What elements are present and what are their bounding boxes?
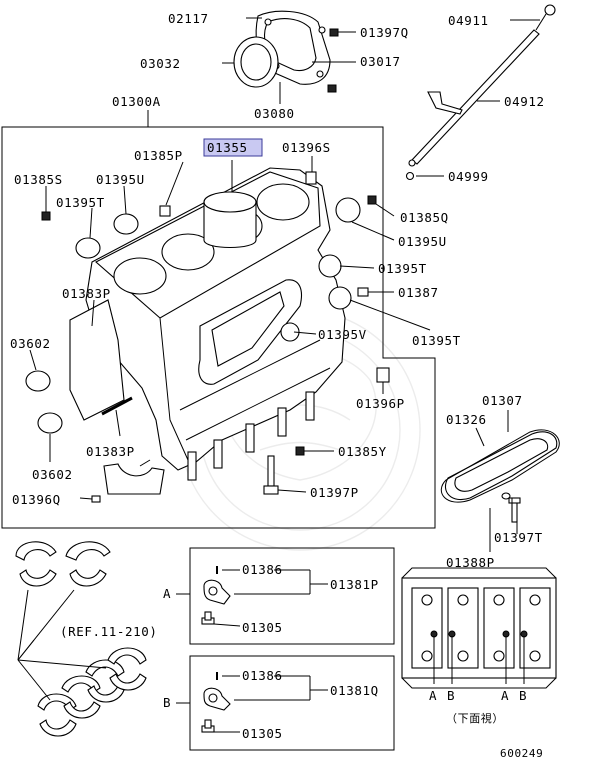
label-03602-a[interactable]: 03602 <box>10 336 51 351</box>
label-02117[interactable]: 02117 <box>168 11 209 26</box>
label-01386-b[interactable]: 01386 <box>242 668 283 683</box>
label-01385Q[interactable]: 01385Q <box>400 210 449 225</box>
oil-level-gauge-guide[interactable] <box>408 29 540 167</box>
detail-box-A <box>189 547 395 645</box>
label-03080[interactable]: 03080 <box>254 106 295 121</box>
rear-oil-seal[interactable] <box>233 36 279 88</box>
label-B-bottom-2: B <box>519 688 527 703</box>
label-04912[interactable]: 04912 <box>504 94 545 109</box>
label-01383P-b[interactable]: 01383P <box>86 444 135 459</box>
label-01355[interactable]: 01355 <box>207 140 248 155</box>
bolt-01305-a[interactable] <box>201 611 215 625</box>
main-bearing-shells[interactable] <box>37 647 147 737</box>
bolt-01385Q[interactable] <box>367 195 377 205</box>
plug-01395T-lower[interactable] <box>328 286 352 310</box>
label-01387[interactable]: 01387 <box>398 285 439 300</box>
ref-note[interactable]: (REF.11-210) <box>60 624 158 639</box>
label-01395U-a[interactable]: 01395U <box>96 172 145 187</box>
label-01396S[interactable]: 01396S <box>282 140 331 155</box>
oil-jet-01381P[interactable] <box>203 579 231 605</box>
stud-01383P-lower[interactable] <box>101 396 133 416</box>
label-01397Q[interactable]: 01397Q <box>360 25 409 40</box>
label-01395T-a[interactable]: 01395T <box>56 195 105 210</box>
cylinder-block[interactable] <box>85 167 346 481</box>
bolt-01385S[interactable] <box>41 211 51 221</box>
label-03032[interactable]: 03032 <box>140 56 181 71</box>
cover-01307[interactable] <box>444 431 558 500</box>
label-01381P[interactable]: 01381P <box>330 577 379 592</box>
bearing-cap-side[interactable] <box>69 299 125 421</box>
label-01397T[interactable]: 01397T <box>494 530 543 545</box>
label-01385S[interactable]: 01385S <box>14 172 63 187</box>
label-01307[interactable]: 01307 <box>482 393 523 408</box>
label-04911[interactable]: 04911 <box>448 13 489 28</box>
label-01397P[interactable]: 01397P <box>310 485 359 500</box>
plug-01395T-left[interactable] <box>113 213 139 235</box>
label-01326[interactable]: 01326 <box>446 412 487 427</box>
block-bottom-view[interactable] <box>401 567 557 689</box>
label-01305-a[interactable]: 01305 <box>242 620 283 635</box>
label-01395V[interactable]: 01395V <box>318 327 367 342</box>
label-03602-b[interactable]: 03602 <box>32 467 73 482</box>
label-01355-highlight <box>203 138 263 157</box>
label-01385Y[interactable]: 01385Y <box>338 444 387 459</box>
label-01383P-a[interactable]: 01383P <box>62 286 111 301</box>
label-01305-b[interactable]: 01305 <box>242 726 283 741</box>
plug-01395U-left[interactable] <box>75 237 101 259</box>
gasket-01326[interactable] <box>440 429 560 503</box>
label-01388P[interactable]: 01388P <box>446 555 495 570</box>
plug-01395T-right[interactable] <box>318 254 342 278</box>
expansion-plug-03602-upper[interactable] <box>25 370 51 392</box>
plug-01385P[interactable] <box>159 205 171 217</box>
label-01300A[interactable]: 01300A <box>112 94 161 109</box>
label-01395U-b[interactable]: 01395U <box>398 234 447 249</box>
label-B-box: B <box>163 695 171 710</box>
plug-01395U-right[interactable] <box>335 197 361 223</box>
label-A-bottom-2: A <box>501 688 509 703</box>
oil-jet-01381Q[interactable] <box>203 687 231 711</box>
label-01396Q[interactable]: 01396Q <box>12 492 61 507</box>
label-A-bottom-1: A <box>429 688 437 703</box>
plug-01387[interactable] <box>357 287 369 297</box>
dowel-01396Q[interactable] <box>91 495 101 503</box>
label-B-bottom-1: B <box>447 688 455 703</box>
block-assembly-frame <box>1 126 436 529</box>
expansion-plug-03602-lower[interactable] <box>37 412 63 434</box>
label-01396P[interactable]: 01396P <box>356 396 405 411</box>
bolt-01305-b[interactable] <box>201 719 215 733</box>
cylinder-liner-01355[interactable] <box>203 191 257 248</box>
main-bearing-cap[interactable] <box>103 463 165 495</box>
bolt-01385Y[interactable] <box>295 446 305 456</box>
label-04999[interactable]: 04999 <box>448 169 489 184</box>
oil-level-gauge[interactable] <box>535 4 556 31</box>
figure-number: 600249 <box>500 747 543 760</box>
label-01385P[interactable]: 01385P <box>134 148 183 163</box>
bolt-01397T[interactable] <box>508 497 521 523</box>
label-01395T-b[interactable]: 01395T <box>378 261 427 276</box>
label-01381Q[interactable]: 01381Q <box>330 683 379 698</box>
label-03017[interactable]: 03017 <box>360 54 401 69</box>
bottom-view-caption: （下面視） <box>446 711 504 725</box>
dowel-01396P[interactable] <box>376 367 390 383</box>
o-ring-04999[interactable] <box>405 171 415 181</box>
bolt-01397P[interactable] <box>263 455 279 495</box>
dowel-01396S[interactable] <box>305 171 317 185</box>
label-01395T-c[interactable]: 01395T <box>412 333 461 348</box>
washer-01388P[interactable] <box>501 492 511 500</box>
label-A-box: A <box>163 586 171 601</box>
thrust-bearing-shells-upper[interactable] <box>15 541 111 587</box>
bolt-01397Q[interactable] <box>329 28 339 37</box>
bolt-03017[interactable] <box>327 84 337 93</box>
label-01386-a[interactable]: 01386 <box>242 562 283 577</box>
